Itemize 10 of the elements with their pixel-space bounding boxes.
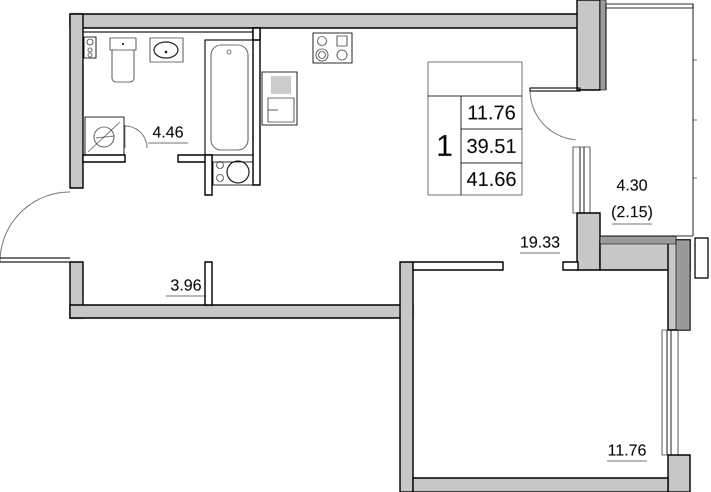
area-label: 4.30 xyxy=(616,179,647,191)
table-cell: 41.66 xyxy=(460,162,522,196)
area-label: 11.76 xyxy=(608,444,646,456)
area-label: (2.15) xyxy=(612,206,652,220)
area-label: 4.46 xyxy=(152,126,183,138)
table-cell: 11.76 xyxy=(460,96,522,130)
table-cell: 1 xyxy=(428,96,462,196)
area-label: 3.96 xyxy=(171,279,201,291)
area-label: 19.33 xyxy=(521,236,560,248)
table-cell: 39.51 xyxy=(460,128,522,164)
